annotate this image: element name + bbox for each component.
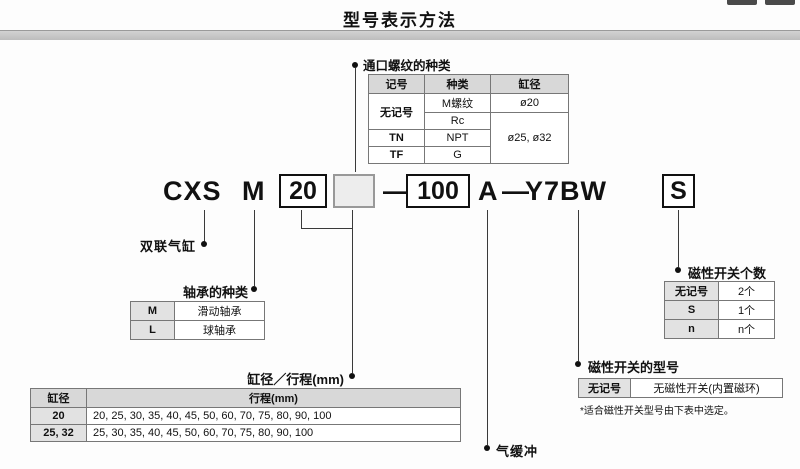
model-dash: — [502,176,530,206]
table-row: Rc ø25, ø32 [369,112,569,164]
qty-cell: 1个 [718,300,775,320]
switch-model-dot-icon [575,361,581,367]
switch-model-note: *适合磁性开关型号由下表中选定。 [580,406,734,417]
model-number: CXS M 20 — 100 A — Y7BW S [163,172,723,210]
bore-cell: 20 [30,407,87,425]
switch-model-connector-line [578,210,579,361]
type-cell: NPT [424,129,491,147]
stroke-cell: 20, 25, 30, 35, 40, 45, 50, 60, 70, 75, … [86,407,461,425]
desc-cell: 滑动轴承 [174,301,265,321]
switch-qty-title: 磁性开关个数 [688,266,767,281]
bore-cell: ø20 [490,93,569,113]
table-row: L 球轴承 [130,320,265,340]
switch-model-title: 磁性开关的型号 [588,360,680,375]
page-corner-fragment [727,0,795,5]
bearing-table: M 滑动轴承 L 球轴承 [130,301,265,340]
port-thread-connector-line [355,68,356,172]
switch-qty-dot-icon [675,267,681,273]
port-thread-table: 记号 种类 缸径 无记号 M螺纹 ø20 Rc ø25, ø32 TN NPT … [368,74,569,164]
col-header-symbol: 记号 [368,74,425,94]
desc-cell: 球轴承 [174,320,265,340]
bore-bracket-line [301,228,353,229]
table-row: 无记号 无磁性开关(内置磁环) [578,378,783,398]
bore-cell: 25, 32 [30,424,87,442]
qty-cell: 2个 [718,281,775,301]
symbol-cell: M [130,301,175,321]
qty-cell: n个 [718,319,775,339]
col-header-bore: 缸径 [490,74,569,94]
model-cushion-code: A [478,176,499,206]
model-bore-box: 20 [279,174,327,208]
bearing-connector-line [254,210,255,286]
symbol-cell: 无记号 [578,378,631,398]
bearing-title: 轴承的种类 [182,285,248,300]
dual-rod-dot-icon [201,241,207,247]
model-stroke-box: 100 [406,174,470,208]
bore-cell: ø25, ø32 [490,112,569,164]
bore-stroke-title: 缸径／行程(mm) [247,372,344,387]
table-row: M 滑动轴承 [130,301,265,321]
model-dash: — [383,176,411,206]
table-row: TF G [368,146,569,164]
model-bearing-code: M [242,176,266,206]
symbol-cell: n [664,319,719,339]
air-cushion-connector-line [487,210,488,445]
bore-bracket-line [352,210,353,228]
stroke-cell: 25, 30, 35, 40, 45, 50, 60, 70, 75, 80, … [86,424,461,442]
corner-bar [765,0,795,5]
dual-rod-connector-line [204,210,205,244]
bore-stroke-connector-line [352,228,353,373]
table-row: 20 20, 25, 30, 35, 40, 45, 50, 60, 70, 7… [30,407,461,425]
model-switch-qty-box: S [662,174,695,208]
type-cell: G [424,146,491,164]
air-cushion-dot-icon [484,445,490,451]
air-cushion-label: 气缓冲 [496,444,539,459]
symbol-cell: 无记号 [664,281,719,301]
table-row: S 1个 [664,300,775,320]
switch-qty-connector-line [678,210,679,267]
table-header-row: 记号 种类 缸径 [368,74,569,94]
table-row: 无记号 2个 [664,281,775,301]
corner-bar [727,0,757,5]
symbol-cell: 无记号 [368,93,425,130]
model-prefix: CXS [163,176,222,206]
bore-stroke-dot-icon [349,373,355,379]
table-header-row: 缸径 行程(mm) [30,388,461,408]
bearing-dot-icon [251,286,257,292]
model-port-thread-box [333,174,375,208]
symbol-cell: L [130,320,175,340]
symbol-cell: S [664,300,719,320]
col-header-bore: 缸径 [30,388,87,408]
col-header-type: 种类 [424,74,491,94]
switch-qty-table: 无记号 2个 S 1个 n n个 [664,281,775,339]
type-cell: Rc [424,112,491,130]
header-divider-band [0,30,800,40]
symbol-cell: TF [368,146,425,164]
symbol-cell: TN [368,129,425,147]
bore-stroke-table: 缸径 行程(mm) 20 20, 25, 30, 35, 40, 45, 50,… [30,388,461,442]
model-switch-code: Y7BW [525,176,608,206]
port-thread-dot-icon [352,62,358,68]
bore-bracket-line [301,210,302,228]
type-cell: M螺纹 [424,93,491,113]
desc-cell: 无磁性开关(内置磁环) [630,378,783,398]
col-header-stroke: 行程(mm) [86,388,461,408]
table-row: 无记号 M螺纹 ø20 [368,93,569,130]
switch-model-table: 无记号 无磁性开关(内置磁环) [578,378,783,398]
dual-rod-label: 双联气缸 [139,239,196,254]
port-thread-title: 通口螺纹的种类 [363,59,451,73]
table-row: n n个 [664,319,775,339]
table-row: 25, 32 25, 30, 35, 40, 45, 50, 60, 70, 7… [30,424,461,442]
